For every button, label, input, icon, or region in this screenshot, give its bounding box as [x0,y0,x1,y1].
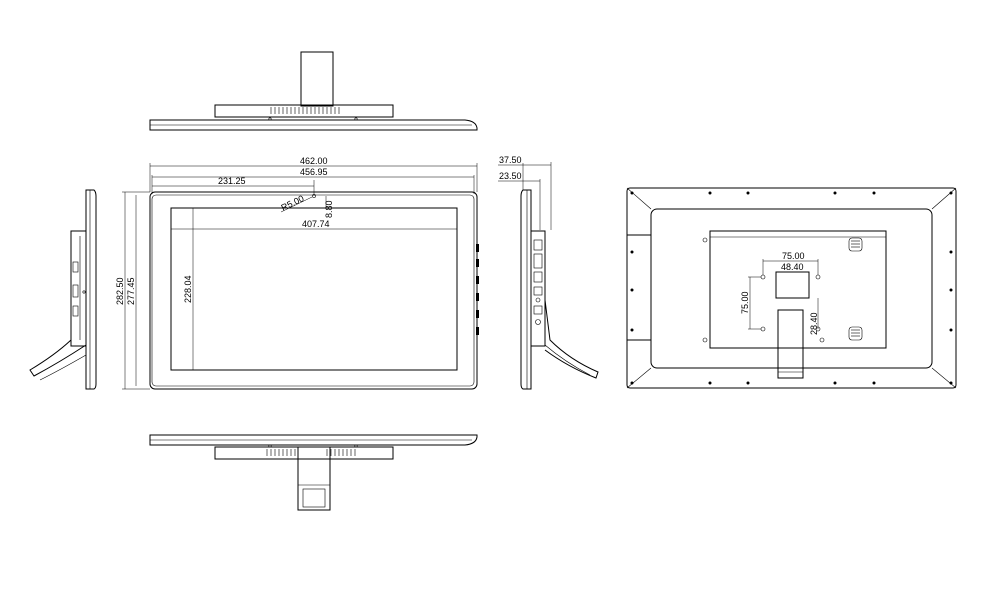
front-outer-frame [149,191,478,390]
top-screw-right [354,117,358,121]
top-rear-housing [214,104,394,118]
dim-active-width: 407.74 [302,219,330,229]
top-screw-left [268,117,272,121]
bottom-view [149,434,478,511]
dim-vesa-offset: 28.40 [809,312,819,335]
dim-vesa-inner: 48.40 [781,262,804,272]
dim-vesa-vertical: 75.00 [740,291,750,314]
dim-active-height: 228.04 [183,275,193,303]
top-bezel [149,119,478,131]
front-side-buttons [476,244,479,335]
right-side-body [520,189,532,390]
dim-top-offset: 8.80 [324,200,334,218]
rear-screws [630,191,953,385]
dim-center-offset: 231.25 [218,176,246,186]
bottom-rear-housing [214,446,394,460]
rear-stand [777,309,804,379]
rear-vesa-plate [775,271,810,299]
top-view [149,51,478,131]
bottom-vent-slots [266,449,356,456]
left-side-stand [29,300,87,377]
rear-outer-frame [626,187,957,389]
right-side-stand [544,299,599,379]
rear-speaker-top [848,237,863,252]
rear-speaker-bottom [848,326,863,341]
dim-overall-height: 282.50 [115,277,125,305]
left-side-housing [70,230,87,347]
rear-side-housing [626,234,652,341]
top-vent-slots [270,107,340,114]
top-stand-pole [300,51,334,107]
front-active-area [170,207,458,371]
left-side-view [29,189,97,390]
rear-inner-panel [650,208,933,369]
right-side-view: 37.50 23.50 [498,155,599,390]
bottom-bezel [149,434,478,446]
right-side-housing [530,230,546,347]
dim-depth-body: 23.50 [499,171,522,181]
dim-inner-width: 456.95 [300,167,328,177]
dim-vesa-outer: 75.00 [782,251,805,261]
left-side-body [85,189,97,390]
rear-view: 75.00 48.40 75.00 28.40 [626,187,957,389]
rear-mount-plate [709,230,887,349]
dim-overall-width: 462.00 [300,156,328,166]
right-side-ports [533,239,543,325]
front-view: 462.00 456.95 231.25 R5.00 8.80 407.74 2… [115,156,479,390]
dim-radius: R5.00 [279,193,305,213]
bottom-stand [297,446,331,511]
dim-inner-height: 277.45 [126,277,136,305]
dim-depth-total: 37.50 [499,155,522,165]
